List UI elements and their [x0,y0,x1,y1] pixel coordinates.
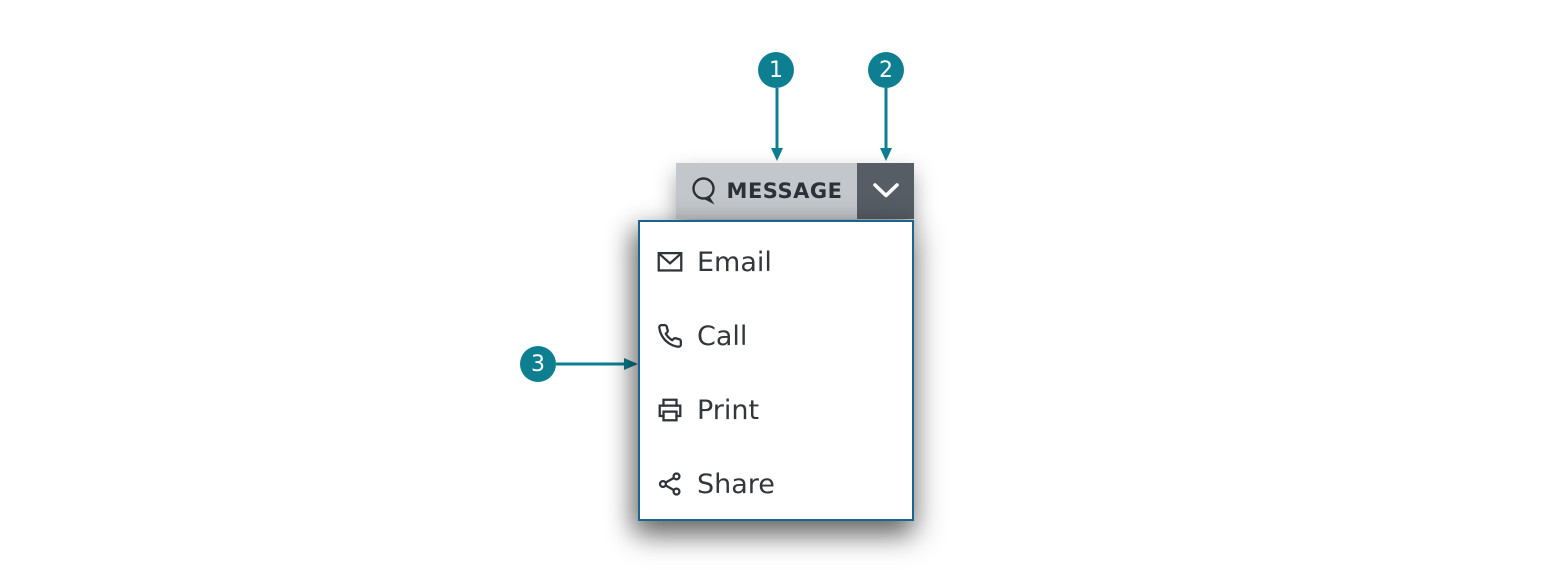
callout-3-badge: 3 [520,346,556,382]
callout-3-arrow [556,358,638,370]
menu-item-label: Email [697,246,772,278]
callout-2-badge: 2 [868,52,904,88]
message-button[interactable]: MESSAGE [676,163,857,219]
menu-item-call[interactable]: Call [640,299,912,373]
message-button-label: MESSAGE [726,179,843,203]
speech-bubble-icon [691,176,715,204]
chevron-down-icon [872,183,899,198]
message-split-button: MESSAGE [676,163,914,219]
menu-item-email[interactable]: Email [640,225,912,299]
callout-1-arrow [771,88,783,161]
email-icon [657,251,683,272]
phone-icon [658,324,682,348]
menu-item-share[interactable]: Share [640,447,912,521]
print-icon [658,398,682,422]
dropdown-menu: Email Call Print Share [638,220,914,521]
menu-item-print[interactable]: Print [640,373,912,447]
callout-1-badge: 1 [758,52,794,88]
share-icon [658,472,681,496]
menu-item-label: Call [697,320,748,352]
menu-item-label: Share [697,468,775,500]
callout-2-arrow [880,88,892,161]
dropdown-toggle-button[interactable] [857,163,914,219]
menu-item-label: Print [697,394,760,426]
